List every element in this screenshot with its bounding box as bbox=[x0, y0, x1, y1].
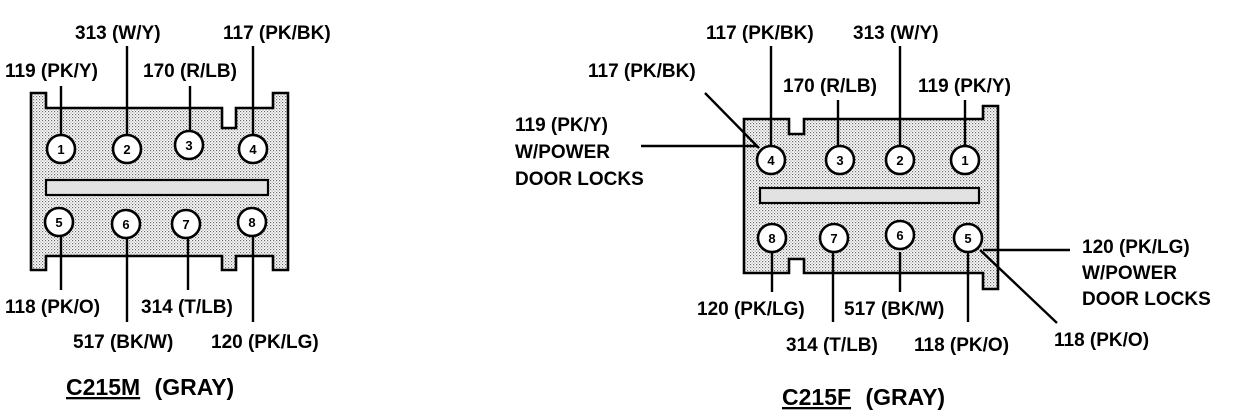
wire-label-pin-3: 170 (R/LB) bbox=[783, 76, 877, 97]
pin-7: 7 bbox=[818, 222, 850, 254]
wire-label-pin-6: 517 (BK/W) bbox=[73, 332, 173, 353]
wire-label-pin-2: 313 (W/Y) bbox=[853, 23, 939, 44]
connector-color: (GRAY) bbox=[155, 374, 235, 400]
note-line: 119 (PK/Y) bbox=[515, 115, 608, 136]
connector-color: (GRAY) bbox=[865, 384, 945, 410]
pin-4: 4 bbox=[237, 133, 269, 165]
wire-label-pin-7: 314 (T/LB) bbox=[786, 335, 878, 356]
pin-number: 1 bbox=[961, 153, 968, 168]
pin-5: 5 bbox=[43, 206, 75, 238]
pin-1: 1 bbox=[949, 144, 981, 176]
connector-c215m: 1 2 3 4 5 6 7 8 119 (PK/ bbox=[5, 23, 331, 400]
pin-2: 2 bbox=[884, 144, 916, 176]
pin-number: 2 bbox=[896, 153, 903, 168]
wire-label-pin-1: 119 (PK/Y) bbox=[5, 61, 98, 82]
wire-label-pin-5: 118 (PK/O) bbox=[914, 335, 1009, 356]
wire-label-pin-8: 120 (PK/LG) bbox=[211, 332, 319, 353]
wire-pin-4-leader bbox=[704, 92, 760, 149]
pin-1: 1 bbox=[45, 133, 77, 165]
pin-number: 4 bbox=[249, 142, 257, 157]
pin-number: 7 bbox=[182, 217, 189, 232]
wire-label-pin-8: 120 (PK/LG) bbox=[697, 299, 805, 320]
wire-label-pin-4-top: 117 (PK/BK) bbox=[706, 23, 814, 44]
wire-label-pin-7: 314 (T/LB) bbox=[141, 297, 233, 318]
wire-label-pin-3: 170 (R/LB) bbox=[143, 61, 237, 82]
wire-label-pin-4: 117 (PK/BK) bbox=[223, 23, 331, 44]
pin-number: 7 bbox=[830, 231, 837, 246]
pin-8: 8 bbox=[756, 222, 788, 254]
pin-5: 5 bbox=[952, 222, 984, 254]
wire-label-pin-1: 119 (PK/Y) bbox=[918, 76, 1011, 97]
pin-number: 6 bbox=[896, 228, 903, 243]
connector-id: C215M bbox=[66, 374, 140, 400]
wire-label-pin-5-side: 118 (PK/O) bbox=[1054, 330, 1149, 351]
pin-number: 6 bbox=[122, 217, 129, 232]
note-line: DOOR LOCKS bbox=[515, 169, 644, 190]
connector-divider-bar-c215m bbox=[44, 178, 270, 197]
note-line: 120 (PK/LG) bbox=[1082, 237, 1190, 258]
pin-6: 6 bbox=[884, 219, 916, 251]
connector-id: C215F bbox=[782, 384, 851, 410]
note-line: W/POWER bbox=[1082, 263, 1177, 284]
pin-4: 4 bbox=[755, 144, 787, 176]
pin-number: 3 bbox=[836, 153, 843, 168]
note-line: W/POWER bbox=[515, 142, 610, 163]
pin-number: 5 bbox=[55, 215, 62, 230]
pin-3: 3 bbox=[173, 129, 205, 161]
note-power-door-locks-pin-4: 119 (PK/Y) W/POWER DOOR LOCKS bbox=[515, 115, 644, 190]
wire-label-pin-2: 313 (W/Y) bbox=[75, 23, 161, 44]
wire-label-pin-4-side: 117 (PK/BK) bbox=[588, 61, 696, 82]
connector-title-c215f: C215F (GRAY) bbox=[782, 384, 945, 410]
pin-number: 1 bbox=[57, 142, 64, 157]
pin-8: 8 bbox=[236, 206, 268, 238]
note-line: DOOR LOCKS bbox=[1082, 289, 1211, 310]
connector-divider-bar-c215f bbox=[758, 186, 981, 205]
pin-2: 2 bbox=[111, 133, 143, 165]
wire-pin-5-leader bbox=[979, 249, 1058, 324]
wire-label-pin-5: 118 (PK/O) bbox=[5, 297, 100, 318]
pin-number: 5 bbox=[964, 231, 971, 246]
pin-3: 3 bbox=[824, 144, 856, 176]
pin-number: 4 bbox=[767, 153, 775, 168]
pin-number: 3 bbox=[185, 138, 192, 153]
connector-title-c215m: C215M (GRAY) bbox=[66, 374, 234, 400]
pin-7: 7 bbox=[170, 208, 202, 240]
pin-number: 8 bbox=[248, 215, 255, 230]
pin-number: 2 bbox=[123, 142, 130, 157]
pin-number: 8 bbox=[768, 231, 775, 246]
note-power-door-locks-pin-5: 120 (PK/LG) W/POWER DOOR LOCKS bbox=[1082, 237, 1211, 310]
connector-c215f: 4 3 2 1 8 7 6 5 117 (PK/ bbox=[515, 23, 1211, 410]
wire-label-pin-6: 517 (BK/W) bbox=[844, 299, 944, 320]
pin-6: 6 bbox=[110, 208, 142, 240]
